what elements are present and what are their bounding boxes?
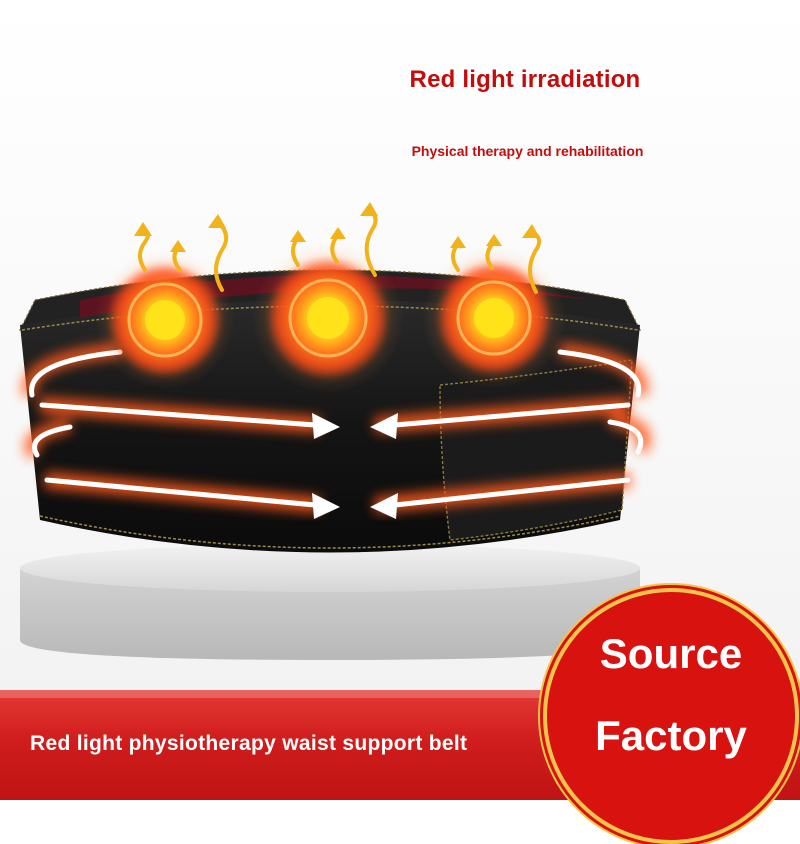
badge-text-line-1: Source [599, 630, 743, 677]
heat-spot [252, 242, 404, 394]
headline-title: Red light irradiation [409, 66, 641, 93]
heat-spot [422, 246, 566, 390]
headline-subtitle: Physical therapy and rehabilitation [411, 143, 644, 159]
heat-spot [95, 250, 235, 390]
product-illustration [18, 202, 651, 660]
source-factory-badge: Source Factory [543, 588, 799, 844]
rising-heat-arrowheads [134, 202, 540, 252]
energy-arrows [22, 343, 651, 519]
badge-text-line-2: Factory [595, 712, 747, 759]
product-name-caption: Red light physiotherapy waist support be… [30, 732, 468, 755]
pedestal [20, 544, 640, 660]
